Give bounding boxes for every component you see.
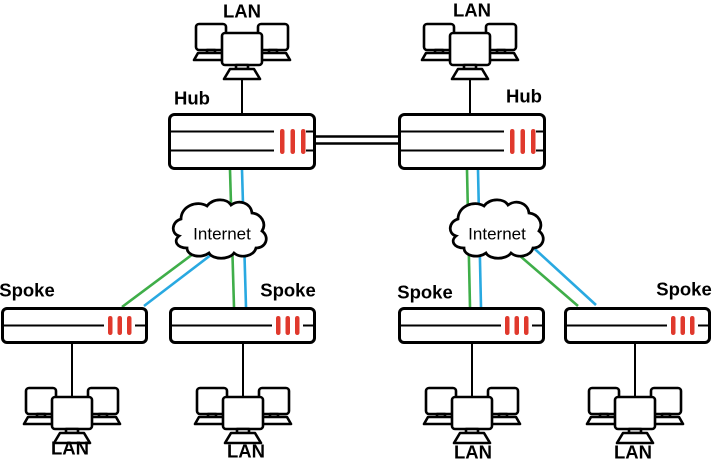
lan-bottom-1-label: LAN [51,438,89,459]
lan-cluster-bottom-1-icon [22,386,122,445]
hub-left-router [168,113,316,170]
lan-bottom-4-label: LAN [614,442,652,463]
hub-right-label: Hub [506,86,542,107]
lan-cluster-bottom-4-icon [585,386,685,445]
hub-right-router [398,113,546,170]
spoke-3-router [398,307,545,344]
lan-cluster-top-left-icon [192,22,292,81]
link-hub-to-hub [316,135,399,145]
lan-cluster-bottom-3-icon [422,386,522,445]
lan-cluster-top-right-icon [420,22,520,81]
spoke-4-label: Spoke [656,279,712,300]
spoke-1-label: Spoke [0,280,55,301]
spoke-4-router [564,307,711,344]
internet-right-label: Internet [468,225,526,244]
lan-top-left-label: LAN [223,1,261,22]
lan-bottom-2-label: LAN [227,441,265,462]
lan-cluster-bottom-2-icon [193,386,293,445]
lan-bottom-3-label: LAN [454,442,492,463]
spoke-2-router [169,307,316,344]
hub-left-label: Hub [174,88,210,109]
spoke-2-label: Spoke [260,280,316,301]
spoke-3-label: Spoke [397,282,453,303]
internet-left-label: Internet [193,225,251,244]
spoke-1-router [1,307,148,344]
lan-top-right-label: LAN [453,0,491,21]
